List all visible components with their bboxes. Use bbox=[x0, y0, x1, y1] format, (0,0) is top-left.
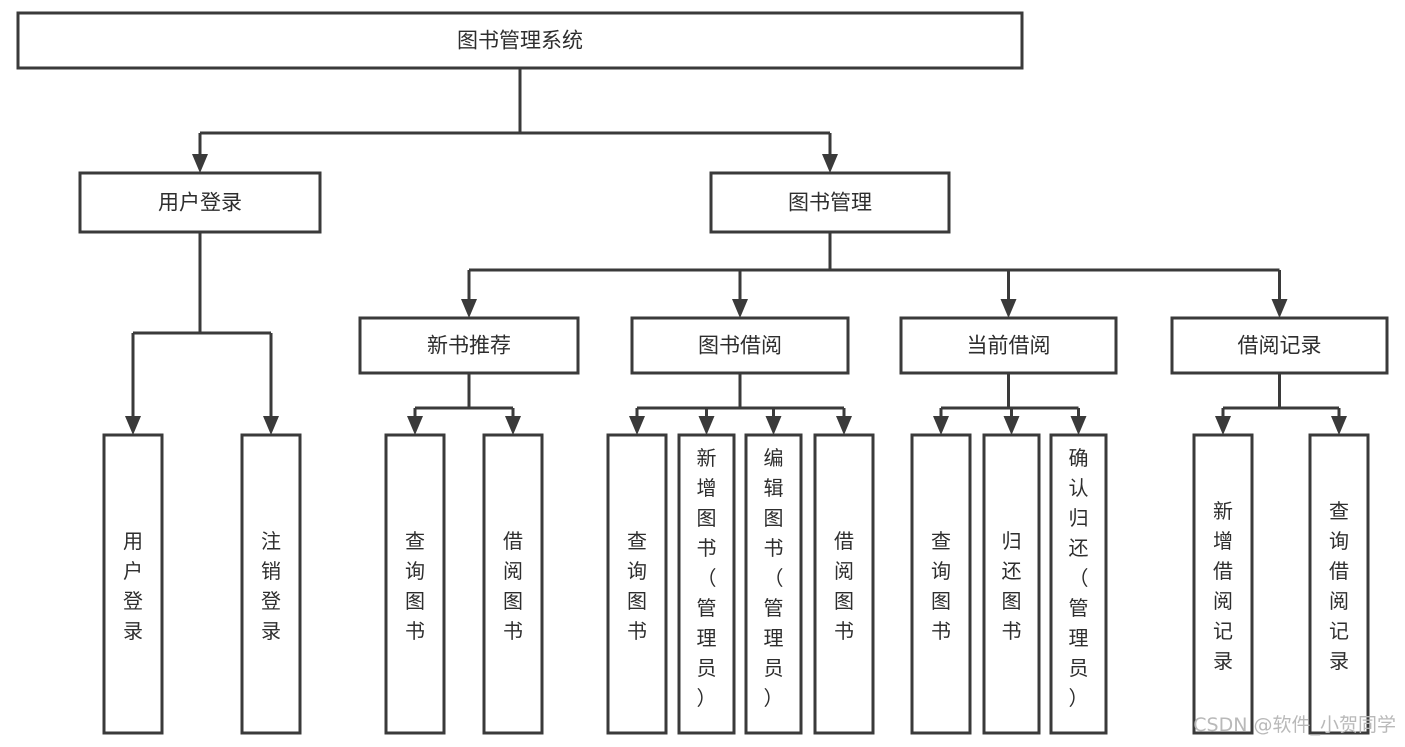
node-leaf-add-record-box[interactable] bbox=[1192, 433, 1254, 735]
node-root[interactable]: 图书管理系统 bbox=[16, 11, 1024, 70]
node-current-borrow-label: 当前借阅 bbox=[967, 334, 1051, 358]
arrow-head-icon bbox=[1003, 416, 1020, 435]
node-leaf-confirm-return-label: 确认归还（管理员） bbox=[1069, 446, 1089, 710]
arrow-head-icon bbox=[765, 416, 782, 435]
node-new-book-recommend-box[interactable] bbox=[358, 316, 580, 375]
arrow-head-icon bbox=[1271, 299, 1288, 318]
node-book-manage[interactable]: 图书管理 bbox=[709, 171, 951, 234]
node-leaf-edit-book-label: 编辑图书（管理员） bbox=[764, 446, 784, 710]
node-root-label: 图书管理系统 bbox=[457, 29, 583, 53]
node-leaf-query-book-1[interactable]: 查询图书 bbox=[384, 433, 446, 735]
node-leaf-query-record-box[interactable] bbox=[1308, 433, 1370, 735]
node-leaf-query-book-2-box[interactable] bbox=[606, 433, 668, 735]
node-leaf-edit-book-box[interactable] bbox=[744, 433, 803, 735]
arrow-head-icon bbox=[698, 416, 715, 435]
arrow-head-icon bbox=[836, 416, 852, 435]
node-book-manage-box[interactable] bbox=[709, 171, 951, 234]
node-user-login-box[interactable] bbox=[78, 171, 322, 234]
node-leaf-add-book[interactable]: 新增图书（管理员） bbox=[677, 433, 736, 735]
node-leaf-confirm-return[interactable]: 确认归还（管理员） bbox=[1049, 433, 1108, 735]
node-leaf-query-book-3-label: 查询图书 bbox=[931, 529, 951, 643]
nodes-layer: 图书管理系统用户登录图书管理新书推荐图书借阅当前借阅借阅记录用户登录注销登录查询… bbox=[16, 11, 1389, 735]
node-leaf-add-book-box[interactable] bbox=[677, 433, 736, 735]
arrow-head-icon bbox=[461, 299, 477, 318]
arrow-head-icon bbox=[1070, 416, 1087, 435]
node-root-box[interactable] bbox=[16, 11, 1024, 70]
node-leaf-return-book[interactable]: 归还图书 bbox=[982, 433, 1041, 735]
connectors-layer bbox=[125, 68, 1347, 435]
node-book-borrow[interactable]: 图书借阅 bbox=[630, 316, 850, 375]
node-new-book-recommend-label: 新书推荐 bbox=[427, 334, 511, 358]
node-leaf-query-record-label: 查询借阅记录 bbox=[1329, 499, 1349, 673]
node-book-borrow-box[interactable] bbox=[630, 316, 850, 375]
node-leaf-query-book-2-label: 查询图书 bbox=[627, 529, 647, 643]
arrow-head-icon bbox=[629, 416, 645, 435]
node-leaf-query-book-1-box[interactable] bbox=[384, 433, 446, 735]
node-new-book-recommend[interactable]: 新书推荐 bbox=[358, 316, 580, 375]
node-leaf-return-book-box[interactable] bbox=[982, 433, 1041, 735]
arrow-head-icon bbox=[1331, 416, 1347, 435]
arrow-head-icon bbox=[732, 299, 748, 318]
node-book-manage-label: 图书管理 bbox=[788, 191, 872, 215]
node-leaf-confirm-return-box[interactable] bbox=[1049, 433, 1108, 735]
arrow-head-icon bbox=[407, 416, 423, 435]
node-borrow-record-label: 借阅记录 bbox=[1238, 334, 1322, 358]
node-leaf-query-record[interactable]: 查询借阅记录 bbox=[1308, 433, 1370, 735]
node-leaf-query-book-3[interactable]: 查询图书 bbox=[910, 433, 972, 735]
csdn-watermark: CSDN @软件_小贺同学 bbox=[1193, 714, 1396, 736]
node-leaf-edit-book[interactable]: 编辑图书（管理员） bbox=[744, 433, 803, 735]
arrow-head-icon bbox=[1000, 299, 1017, 318]
arrow-head-icon bbox=[263, 416, 279, 435]
node-leaf-borrow-book-1-box[interactable] bbox=[482, 433, 544, 735]
arrow-head-icon bbox=[192, 154, 208, 173]
node-leaf-logout-label: 注销登录 bbox=[261, 529, 281, 643]
node-leaf-add-record[interactable]: 新增借阅记录 bbox=[1192, 433, 1254, 735]
node-leaf-query-book-1-label: 查询图书 bbox=[405, 529, 425, 643]
node-leaf-user-login-label: 用户登录 bbox=[123, 529, 143, 643]
node-user-login-label: 用户登录 bbox=[158, 191, 242, 215]
node-leaf-logout-box[interactable] bbox=[240, 433, 302, 735]
node-leaf-add-record-label: 新增借阅记录 bbox=[1213, 499, 1233, 673]
node-leaf-borrow-book-2[interactable]: 借阅图书 bbox=[813, 433, 875, 735]
node-borrow-record-box[interactable] bbox=[1170, 316, 1389, 375]
node-leaf-borrow-book-1-label: 借阅图书 bbox=[503, 529, 523, 643]
node-book-borrow-label: 图书借阅 bbox=[698, 334, 782, 358]
arrow-head-icon bbox=[505, 416, 521, 435]
arrow-head-icon bbox=[1215, 416, 1231, 435]
node-leaf-add-book-label: 新增图书（管理员） bbox=[697, 446, 717, 710]
node-leaf-query-book-3-box[interactable] bbox=[910, 433, 972, 735]
node-leaf-borrow-book-1[interactable]: 借阅图书 bbox=[482, 433, 544, 735]
node-borrow-record[interactable]: 借阅记录 bbox=[1170, 316, 1389, 375]
node-leaf-borrow-book-2-label: 借阅图书 bbox=[834, 529, 854, 643]
node-leaf-user-login-box[interactable] bbox=[102, 433, 164, 735]
node-leaf-borrow-book-2-box[interactable] bbox=[813, 433, 875, 735]
node-leaf-logout[interactable]: 注销登录 bbox=[240, 433, 302, 735]
node-leaf-query-book-2[interactable]: 查询图书 bbox=[606, 433, 668, 735]
arrow-head-icon bbox=[125, 416, 141, 435]
node-current-borrow[interactable]: 当前借阅 bbox=[899, 316, 1118, 375]
arrow-head-icon bbox=[822, 154, 838, 173]
node-leaf-user-login[interactable]: 用户登录 bbox=[102, 433, 164, 735]
arrow-head-icon bbox=[933, 416, 949, 435]
node-leaf-return-book-label: 归还图书 bbox=[1002, 529, 1022, 643]
node-current-borrow-box[interactable] bbox=[899, 316, 1118, 375]
node-user-login[interactable]: 用户登录 bbox=[78, 171, 322, 234]
